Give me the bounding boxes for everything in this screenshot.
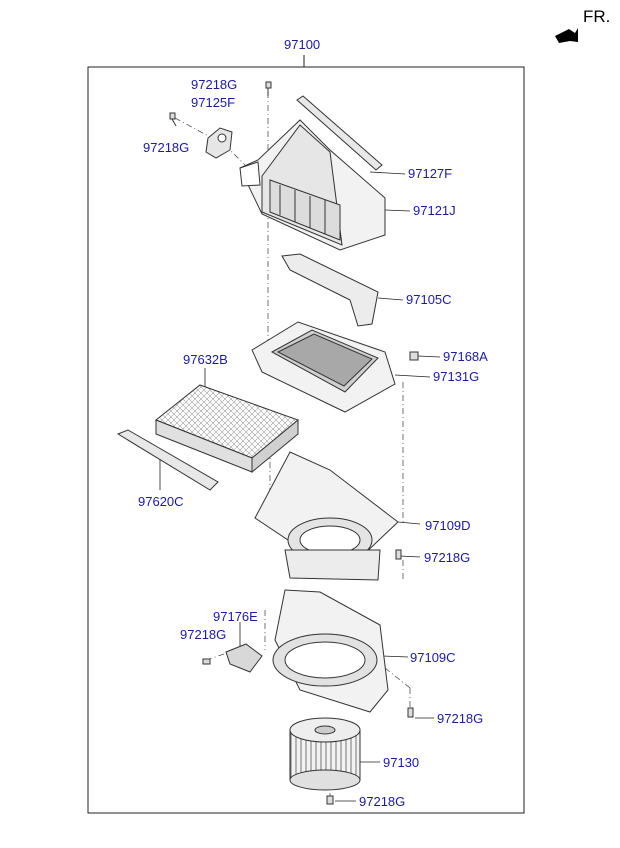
lower-blower-case-part <box>272 589 389 713</box>
part-label-bolt[interactable]: 97218G <box>191 77 238 92</box>
part-label-screw-lower-right[interactable]: 97218G <box>437 711 484 726</box>
part-label-cabin-filter[interactable]: 97632B <box>183 352 228 367</box>
resistor-part <box>225 643 263 673</box>
part-label-intake-case[interactable]: 97121J <box>413 203 456 218</box>
part-label-blower-motor[interactable]: 97130 <box>383 755 420 770</box>
front-arrow-icon <box>555 28 578 43</box>
filter-cover-part <box>116 429 219 491</box>
part-label-lower-blower-case[interactable]: 97109C <box>410 650 456 665</box>
door-part <box>281 253 379 327</box>
clip-part <box>409 351 419 361</box>
part-label-screw-resistor[interactable]: 97218G <box>180 627 227 642</box>
part-label-filter-cover[interactable]: 97620C <box>138 494 184 509</box>
part-label-actuator[interactable]: 97125F <box>191 95 236 110</box>
intake-case-part <box>239 119 386 251</box>
screw-icons-lower <box>202 549 414 805</box>
part-label-filter-frame[interactable]: 97131G <box>433 369 480 384</box>
part-label-clip[interactable]: 97168A <box>443 349 488 364</box>
part-label-seal-strip[interactable]: 97127F <box>408 166 453 181</box>
assembly-frame <box>87 66 525 814</box>
part-label-door[interactable]: 97105C <box>406 292 452 307</box>
filter-frame-part <box>251 321 396 413</box>
screw-icons-top <box>169 81 272 127</box>
upper-blower-case-part <box>254 451 399 581</box>
seal-strip-part <box>296 95 383 171</box>
cabin-filter-part <box>155 384 299 474</box>
assembly-number-label: 97100 <box>284 37 321 52</box>
blower-motor-part <box>289 717 361 791</box>
front-direction-label: FR. <box>583 7 611 26</box>
part-label-upper-blower-case[interactable]: 97109D <box>425 518 471 533</box>
part-label-screw-bottom[interactable]: 97218G <box>359 794 406 809</box>
part-label-screw-upper-right[interactable]: 97218G <box>424 550 471 565</box>
part-label-resistor[interactable]: 97176E <box>213 609 258 624</box>
part-label-screw-left[interactable]: 97218G <box>143 140 190 155</box>
actuator-part <box>205 127 233 159</box>
